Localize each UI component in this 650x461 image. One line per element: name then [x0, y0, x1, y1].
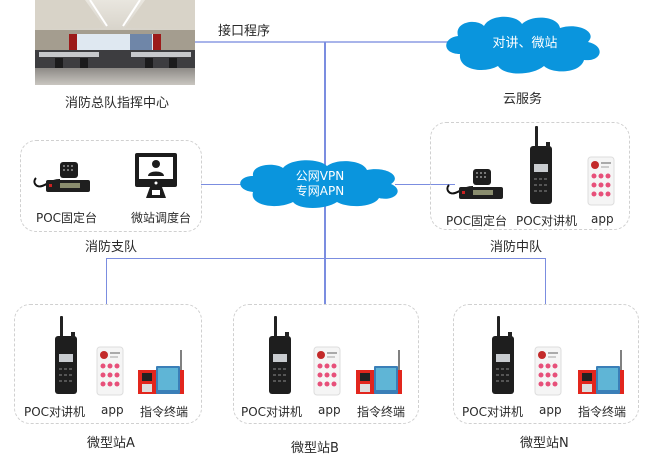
micro-station-b-label: 微型站B [291, 441, 339, 456]
vehicle-radio-icon [32, 158, 92, 202]
line-drop-a [106, 258, 107, 304]
station-n-device-label-2: app [539, 403, 562, 417]
line-squadron-link [395, 184, 455, 185]
cloud-icon [240, 160, 398, 208]
command-terminal-icon [576, 350, 626, 400]
walkie-talkie-icon [267, 316, 293, 400]
walkie-talkie-icon [53, 316, 79, 400]
line-detachment-link [201, 184, 261, 185]
detachment-device-label-2: 微站调度台 [131, 211, 192, 225]
micro-station-b-group [233, 304, 419, 424]
phone-app-icon [587, 156, 615, 210]
station-n-device-label-3: 指令终端 [578, 405, 627, 419]
line-drop-n [545, 258, 546, 304]
network-cloud: 公网VPN 专网APN [235, 160, 405, 208]
monitor-user-icon [134, 152, 178, 206]
walkie-talkie-icon [490, 316, 516, 400]
vehicle-radio-icon [445, 165, 505, 209]
micro-station-n-label: 微型站N [520, 436, 569, 451]
squadron-device-label-1: POC固定台 [446, 214, 508, 228]
cloud-service-cloud: 对讲、微站 [440, 14, 610, 76]
interface-program-label: 接口程序 [218, 24, 271, 39]
phone-app-icon [313, 346, 341, 400]
command-center-image [35, 0, 195, 85]
station-a-device-label-1: POC对讲机 [24, 405, 86, 419]
station-b-device-label-1: POC对讲机 [241, 405, 303, 419]
squadron-device-label-3: app [591, 212, 614, 226]
cloud-icon [446, 16, 600, 74]
detachment-group [20, 140, 202, 232]
station-b-device-label-2: app [318, 403, 341, 417]
phone-app-icon [96, 346, 124, 400]
station-b-device-label-3: 指令终端 [357, 405, 406, 419]
cloud-service-text: 对讲、微站 [492, 36, 558, 51]
line-top-horizontal [193, 41, 453, 43]
squadron-group [430, 122, 630, 230]
line-bottom-horizontal [106, 258, 546, 259]
detachment-label: 消防支队 [85, 240, 138, 255]
command-center-label: 消防总队指挥中心 [65, 96, 170, 111]
micro-station-a-label: 微型站A [87, 436, 135, 451]
micro-station-a-group [14, 304, 202, 424]
detachment-device-label-1: POC固定台 [36, 211, 98, 225]
squadron-label: 消防中队 [490, 240, 543, 255]
command-terminal-icon [136, 350, 186, 400]
station-n-device-label-1: POC对讲机 [462, 405, 524, 419]
command-terminal-icon [354, 350, 404, 400]
squadron-device-label-2: POC对讲机 [516, 214, 578, 228]
network-cloud-line2: 专网APN [295, 184, 345, 198]
phone-app-icon [534, 346, 562, 400]
cloud-service-label: 云服务 [503, 92, 543, 107]
micro-station-n-group [453, 304, 639, 424]
station-a-device-label-3: 指令终端 [140, 405, 189, 419]
network-cloud-line1: 公网VPN [295, 169, 345, 183]
walkie-talkie-icon [528, 126, 554, 210]
station-a-device-label-2: app [101, 403, 124, 417]
